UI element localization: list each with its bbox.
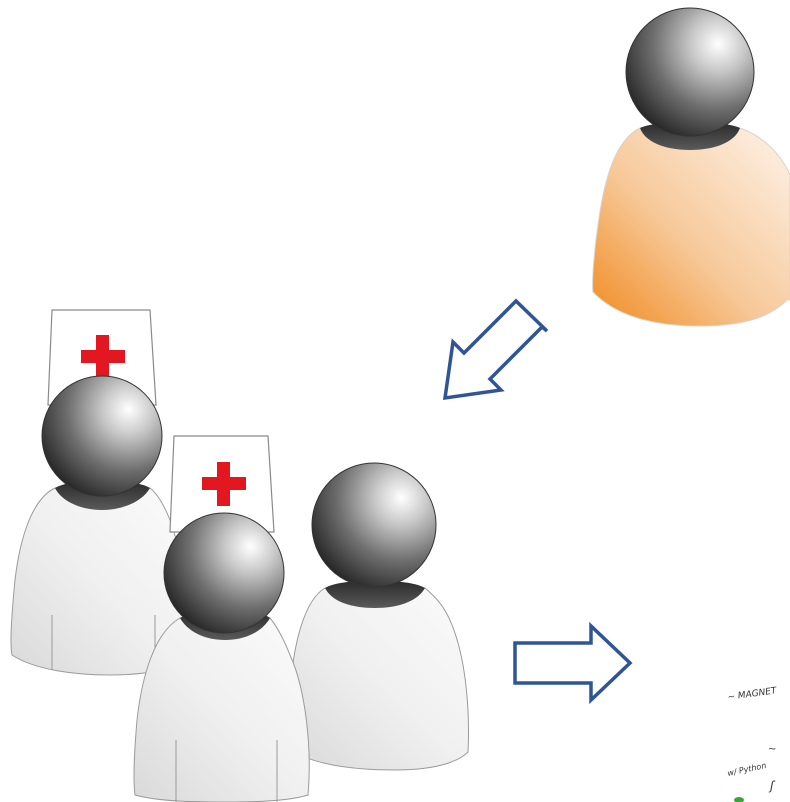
green-dot [734,797,744,802]
staff-neck [325,580,425,608]
arrow-down-left-icon [442,298,549,401]
nurse-2-head [163,512,285,634]
nurse-figure-1 [10,309,187,676]
sketch-notes: ~ MAGNET ~ w/ Python ʃ [727,686,779,802]
arrow-right-icon [513,621,633,705]
patient-figure [592,7,790,327]
sketch-line-2: w/ Python [727,761,768,778]
staff-figure [288,462,469,771]
nurse-2-body [133,617,310,802]
nurse-1-cross-icon [81,335,125,379]
sketch-mark-2: ʃ [768,779,776,793]
nurse-2-cross-icon [202,462,246,506]
nurse-1-head [41,375,163,497]
sketch-line-1: ~ MAGNET [727,686,779,703]
patient-body [592,127,790,327]
nurse-figure-2 [133,435,310,802]
patient-head [625,7,755,137]
staff-head [311,462,437,588]
staff-body [288,587,469,771]
sketch-mark-1: ~ [768,744,776,755]
